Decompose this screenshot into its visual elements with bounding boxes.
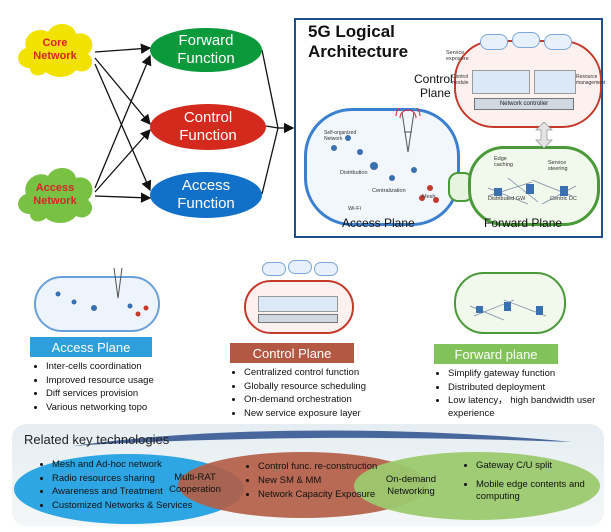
forward-plane-bullets: Simplify gateway function Distributed de…: [434, 368, 608, 421]
forward-plane-mini-icons: [469, 299, 547, 321]
access-network-icons: [331, 108, 439, 203]
wifi-label: Wi-Fi: [348, 206, 361, 212]
service-steering-label: Service steering: [548, 160, 568, 172]
access-plane-bullet: Inter-cells coordination: [46, 361, 206, 374]
forward-plane-bullet: Low latency， high bandwidth user experie…: [448, 395, 608, 420]
access-plane-mini-cloud: [34, 276, 160, 332]
multi-rat-label: Multi-RAT Cooperation: [166, 472, 224, 496]
core-network-line1: Core: [42, 37, 68, 49]
cloud-shape-icon: [18, 167, 93, 223]
control-tech-item: New SM & MM: [258, 474, 408, 487]
resource-management-label: Resource management: [576, 74, 606, 86]
forward-plane-bullet: Simplify gateway function: [448, 368, 608, 381]
control-tech-list: Control func. re-construction New SM & M…: [244, 460, 408, 502]
service-exposure-label: Service exposure: [446, 50, 469, 62]
control-tech-item: Network Capacity Exposure: [258, 488, 408, 501]
access-tech-item: Radio resources sharing: [52, 473, 212, 486]
self-organized-label: Self-organized Network: [324, 130, 357, 142]
service-bubble-2: [512, 32, 540, 48]
forward-network-icons: [487, 177, 577, 205]
control-module-box-2: [534, 70, 576, 94]
control-tech-item: Control func. re-construction: [258, 460, 408, 473]
access-function-line1: Access: [181, 177, 231, 194]
on-demand-line2: Networking: [387, 486, 435, 497]
control-plane-bullet: Globally resource scheduling: [244, 381, 424, 394]
on-demand-line1: On-demand: [385, 474, 437, 485]
forward-tech-item: Mobile edge contents and computing: [476, 479, 600, 504]
forward-tech-item: Gateway C/U split: [476, 460, 600, 473]
access-plane-bar: Access Plane: [30, 337, 152, 357]
control-mini-controller: [258, 314, 338, 323]
architecture-panel: 5G Logical Architecture Service exposure…: [294, 18, 606, 238]
access-network-line1: Access: [35, 182, 75, 194]
connector-arrows: [94, 43, 295, 203]
control-module-label: Control module: [452, 74, 469, 86]
access-plane-bullet: Various networking topo: [46, 402, 206, 415]
mesh-label: Mesh: [422, 194, 436, 200]
forward-plane-bar: Forward plane: [434, 344, 558, 364]
control-mini-module: [258, 296, 338, 312]
multi-rat-line2: Cooperation: [169, 484, 221, 495]
service-bubble-1: [480, 34, 508, 50]
network-controller-label: Network controller: [499, 101, 549, 107]
on-demand-label: On-demand Networking: [380, 474, 442, 498]
centralization-label: Centralization: [372, 188, 406, 194]
forward-tech-list: Gateway C/U split Mobile edge contents a…: [462, 460, 600, 505]
service-bubble-3: [544, 34, 572, 50]
control-module-box-1: [472, 70, 530, 94]
access-plane-bullets: Inter-cells coordination Improved resour…: [32, 361, 206, 415]
architecture-title-line2: Architecture: [308, 42, 409, 61]
architecture-title-line1: 5G Logical: [308, 22, 395, 41]
control-mini-bubble-1: [262, 262, 286, 276]
forward-function-line2: Function: [177, 50, 235, 67]
access-tech-list: Mesh and Ad-hoc network Radio resources …: [38, 459, 212, 513]
technologies-title: Related key technologies: [24, 432, 170, 447]
control-function-line1: Control: [183, 109, 233, 126]
control-plane-bullets: Centralized control function Globally re…: [230, 367, 424, 421]
forward-function-line1: Forward: [178, 32, 234, 49]
control-plane-bullet: New service exposure layer: [244, 408, 424, 421]
control-mini-bubble-3: [314, 262, 338, 276]
control-plane-bullet: Centralized control function: [244, 367, 424, 380]
access-plane-bullet: Improved resource usage: [46, 375, 206, 388]
access-network-cloud: Access Network: [12, 162, 98, 226]
control-plane-bar: Control Plane: [230, 343, 354, 363]
control-function-line2: Function: [179, 127, 237, 144]
core-network-cloud: Core Network: [12, 18, 98, 80]
bidirectional-arrow-icon: [535, 122, 553, 148]
access-plane-cloud: [304, 108, 460, 226]
edge-caching-label: Edge caching: [494, 156, 513, 168]
access-plane-bullet: Diff services provision: [46, 388, 206, 401]
technologies-swoosh: [72, 430, 572, 446]
centric-dc-label: Centric DC: [550, 196, 577, 202]
access-tech-item: Mesh and Ad-hoc network: [52, 459, 212, 472]
control-plane-label-line1: Control: [414, 72, 453, 86]
forward-plane-title: Forward Plane: [484, 216, 563, 230]
access-plane-title: Access Plane: [342, 216, 415, 230]
access-plane-mini-icons: [55, 267, 149, 317]
multi-rat-line1: Multi-RAT: [174, 472, 216, 483]
access-tech-item: Customized Networks & Services: [52, 500, 212, 513]
core-network-line2: Network: [33, 50, 77, 62]
control-plane-label-line2: Plane: [420, 86, 451, 100]
control-mini-bubble-2: [288, 260, 312, 274]
forward-plane-bullet: Distributed deployment: [448, 382, 608, 395]
network-controller-bar: Network controller: [474, 98, 574, 110]
control-plane-bullet: On-demand orchestration: [244, 394, 424, 407]
access-network-line2: Network: [33, 195, 77, 207]
access-tech-item: Awareness and Treatment: [52, 486, 212, 499]
distributed-gw-label: Distributed GW: [488, 196, 526, 202]
access-function-line2: Function: [177, 195, 235, 212]
forward-tech-ellipse: [354, 452, 600, 520]
control-plane-label: Control Plane: [414, 72, 453, 100]
distribution-label: Distribution: [340, 170, 368, 176]
architecture-title: 5G Logical Architecture: [308, 22, 408, 62]
cloud-shape-icon: [18, 23, 93, 77]
